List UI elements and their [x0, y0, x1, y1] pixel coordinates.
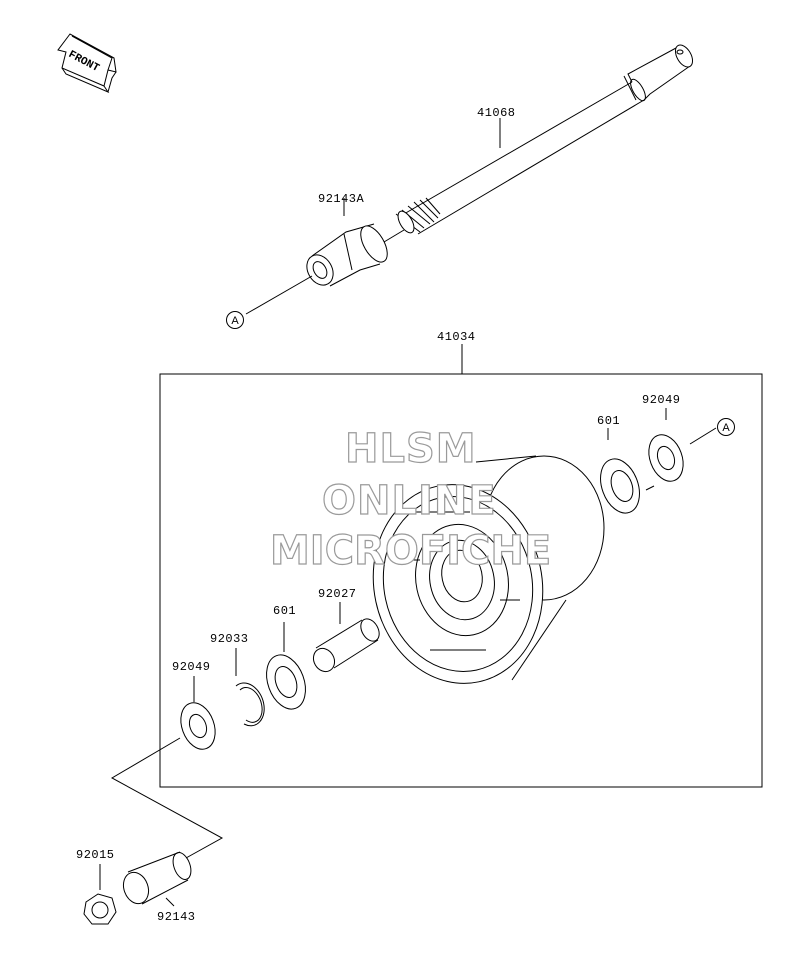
label-circlip: 92033 [210, 632, 249, 646]
label-collar: 92143 [157, 910, 196, 924]
hub-shape [372, 455, 605, 684]
front-badge: FRONT [56, 34, 118, 88]
watermark-line-2: ONLINE [321, 477, 497, 524]
reference-marker-a-top: A [226, 311, 244, 329]
label-bearing-right: 601 [597, 414, 621, 428]
watermark-line-3: MICROFICHE [269, 527, 552, 574]
hub-assembly-box [159, 344, 763, 788]
collar-shape [122, 851, 192, 907]
label-seal-left: 92049 [172, 660, 211, 674]
label-hub-assembly: 41034 [437, 330, 476, 344]
spacer-shape [312, 602, 380, 673]
svg-text:FRONT: FRONT [66, 49, 101, 75]
watermark-line-1: HLSM [344, 425, 477, 472]
label-axle: 41068 [477, 106, 516, 120]
seal-left-shape [180, 676, 216, 750]
axle-shape [395, 44, 694, 235]
label-bearing-left: 601 [273, 604, 297, 618]
front-badge-text-icon: FRONT [66, 49, 101, 75]
front-arrow-icon [57, 33, 117, 94]
circlip-shape [235, 648, 265, 727]
bearing-right-shape [600, 428, 655, 514]
label-nut: 92015 [76, 848, 115, 862]
axis-leader-line [110, 737, 224, 859]
label-collar-a: 92143A [318, 192, 365, 206]
seal-right-shape [648, 408, 717, 482]
label-spacer: 92027 [318, 587, 357, 601]
label-seal-right: 92049 [642, 393, 681, 407]
bearing-left-shape [266, 622, 306, 710]
nut-shape [83, 864, 117, 925]
collar-a-shape [245, 198, 405, 315]
reference-marker-a-right: A [717, 418, 735, 436]
